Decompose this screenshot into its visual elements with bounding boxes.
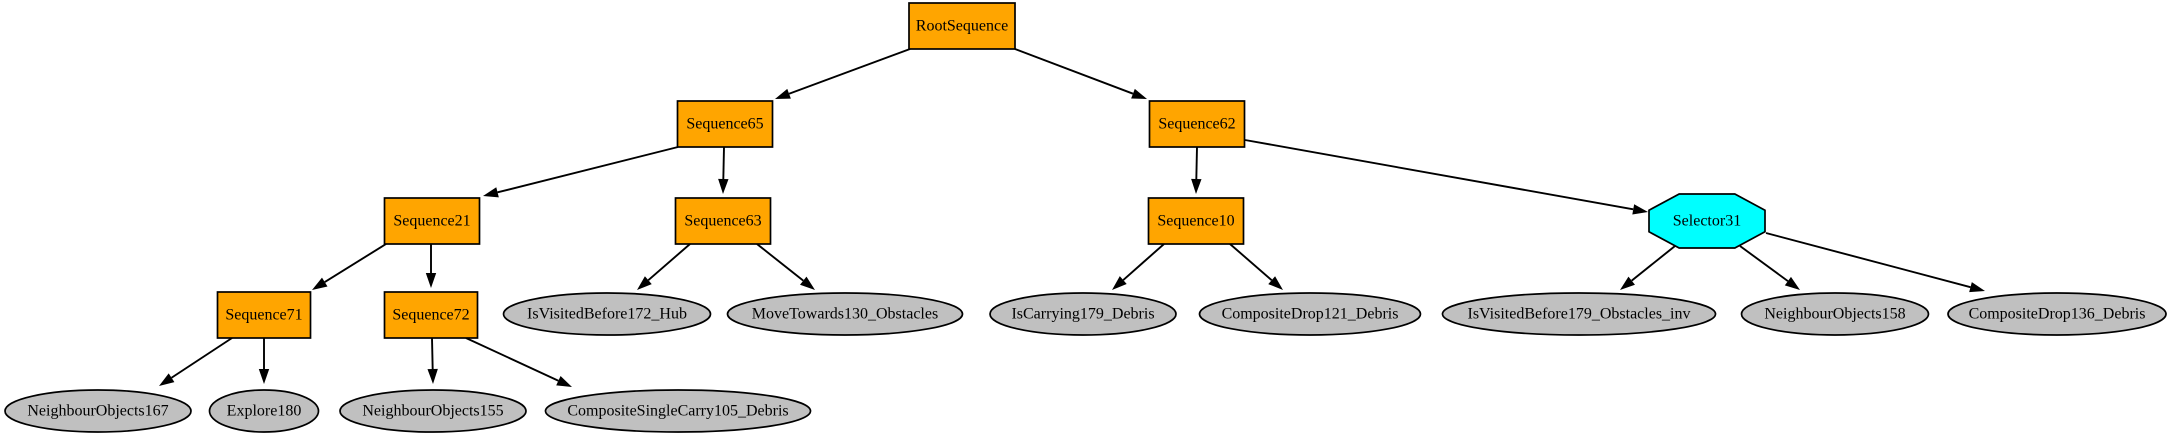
edge-RootSequence-to-Sequence62 [1014,48,1147,99]
edge-Sequence63-to-IsVisitedBefore172_Hub [637,243,691,290]
edge-Sequence10-to-IsCarrying179_Debris [1112,243,1165,290]
edge-Sequence21-to-Sequence72 [425,244,437,288]
edge-Sequence63-to-MoveTowards130_Obstacles [756,243,815,290]
edge-Sequence72-to-CompositeSingleCarry105_Debris [465,337,572,387]
node-Sequence65[interactable]: Sequence65 [676,100,774,148]
node-shape-box[interactable] [216,291,312,339]
edge-Sequence65-to-Sequence63 [718,146,729,194]
node-shape-ellipse[interactable] [339,389,527,433]
edge-Sequence72-to-NeighbourObjects155 [427,337,438,384]
node-Selector31[interactable]: Selector31 [1648,193,1766,249]
node-shape-ellipse[interactable] [726,292,964,336]
node-shape-box[interactable] [383,291,479,339]
node-Sequence72[interactable]: Sequence72 [383,291,479,339]
edge-Sequence21-to-Sequence71 [312,243,387,290]
node-NeighbourObjects167[interactable]: NeighbourObjects167 [4,389,192,433]
edge-Sequence62-to-Selector31 [1244,139,1648,215]
edge-Sequence10-to-CompositeDrop121_Debris [1229,243,1283,290]
node-Explore180[interactable]: Explore180 [208,389,320,433]
node-CompositeDrop121_Debris[interactable]: CompositeDrop121_Debris [1198,292,1422,336]
node-Sequence10[interactable]: Sequence10 [1147,197,1245,245]
node-shape-ellipse[interactable] [989,292,1177,336]
edge-Selector31-to-NeighbourObjects158 [1739,245,1800,290]
node-IsVisitedBefore179_Obstacles_inv[interactable]: IsVisitedBefore179_Obstacles_inv [1441,292,1717,336]
node-shape-ellipse[interactable] [1441,292,1717,336]
edge-Sequence71-to-Explore180 [258,338,270,384]
edge-Selector31-to-IsVisitedBefore179_Obstacles_inv [1620,245,1676,290]
node-IsCarrying179_Debris[interactable]: IsCarrying179_Debris [989,292,1177,336]
node-shape-box[interactable] [908,2,1016,50]
node-shape-ellipse[interactable] [1740,292,1930,336]
edge-Sequence65-to-Sequence21 [483,146,679,198]
node-NeighbourObjects158[interactable]: NeighbourObjects158 [1740,292,1930,336]
node-shape-ellipse[interactable] [208,389,320,433]
node-MoveTowards130_Obstacles[interactable]: MoveTowards130_Obstacles [726,292,964,336]
node-Sequence21[interactable]: Sequence21 [383,197,481,245]
node-RootSequence[interactable]: RootSequence [908,2,1016,50]
edge-Sequence62-to-Sequence10 [1191,146,1202,194]
node-shape-octagon[interactable] [1648,193,1766,249]
node-IsVisitedBefore172_Hub[interactable]: IsVisitedBefore172_Hub [502,292,712,336]
node-shape-box[interactable] [1147,197,1245,245]
node-shape-ellipse[interactable] [4,389,192,433]
node-Sequence71[interactable]: Sequence71 [216,291,312,339]
node-shape-ellipse[interactable] [1198,292,1422,336]
node-shape-box[interactable] [1148,100,1246,148]
node-shape-box[interactable] [383,197,481,245]
node-CompositeSingleCarry105_Debris[interactable]: CompositeSingleCarry105_Debris [544,389,812,433]
node-CompositeDrop136_Debris[interactable]: CompositeDrop136_Debris [1947,292,2167,336]
node-shape-box[interactable] [674,197,772,245]
edge-Sequence71-to-NeighbourObjects167 [159,337,233,386]
node-Sequence63[interactable]: Sequence63 [674,197,772,245]
node-shape-ellipse[interactable] [502,292,712,336]
node-NeighbourObjects155[interactable]: NeighbourObjects155 [339,389,527,433]
edge-Selector31-to-CompositeDrop136_Debris [1765,232,1985,293]
edge-RootSequence-to-Sequence65 [775,48,911,99]
node-shape-ellipse[interactable] [544,389,812,433]
node-Sequence62[interactable]: Sequence62 [1148,100,1246,148]
edges-layer [159,48,1985,387]
node-shape-ellipse[interactable] [1947,292,2167,336]
node-shape-box[interactable] [676,100,774,148]
